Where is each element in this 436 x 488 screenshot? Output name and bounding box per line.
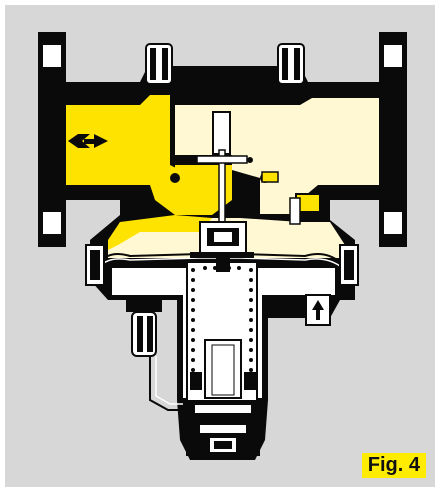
flow-direction-arrow-icon bbox=[68, 134, 108, 148]
right-flange bbox=[379, 32, 407, 247]
impulse-line bbox=[149, 356, 183, 411]
adjustment-screw bbox=[183, 400, 263, 456]
lower-left-plug bbox=[126, 300, 162, 357]
spring-seat-rings bbox=[190, 372, 256, 390]
right-housing-bolt bbox=[339, 244, 359, 286]
sensing-nozzle bbox=[289, 193, 321, 225]
seat-seals bbox=[170, 171, 279, 183]
left-housing-bolt bbox=[85, 244, 105, 286]
spring-coils bbox=[191, 266, 253, 382]
control-signal-arrow-icon bbox=[312, 300, 324, 320]
figure-label: Fig. 4 bbox=[361, 453, 426, 478]
upper-chamber bbox=[175, 105, 300, 155]
diaphragm-inlet-zone bbox=[108, 215, 212, 250]
left-flange bbox=[38, 32, 66, 247]
valve-plug bbox=[190, 221, 254, 272]
seat-cavity bbox=[175, 165, 232, 215]
top-right-plug bbox=[274, 43, 308, 92]
top-left-plug bbox=[142, 43, 176, 92]
